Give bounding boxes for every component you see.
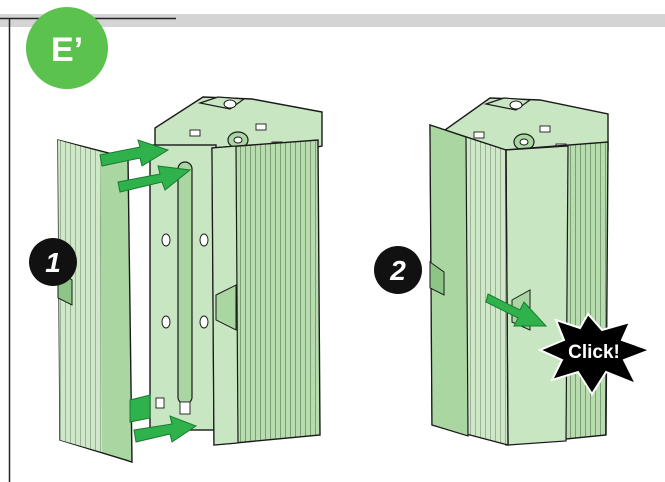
- section-badge-label: E’: [51, 31, 83, 69]
- step-2-badge: 2: [374, 246, 422, 294]
- step-1-number: 1: [45, 247, 61, 278]
- step-1-illustration: 1: [29, 97, 322, 462]
- green-insert-arrow-icon: [130, 395, 150, 422]
- step-1-badge: 1: [29, 238, 77, 286]
- step-2-number: 2: [389, 255, 406, 286]
- step-2-illustration: 2 Click!: [374, 98, 650, 445]
- section-badge: E’: [26, 7, 108, 89]
- click-callout-label: Click!: [568, 342, 620, 363]
